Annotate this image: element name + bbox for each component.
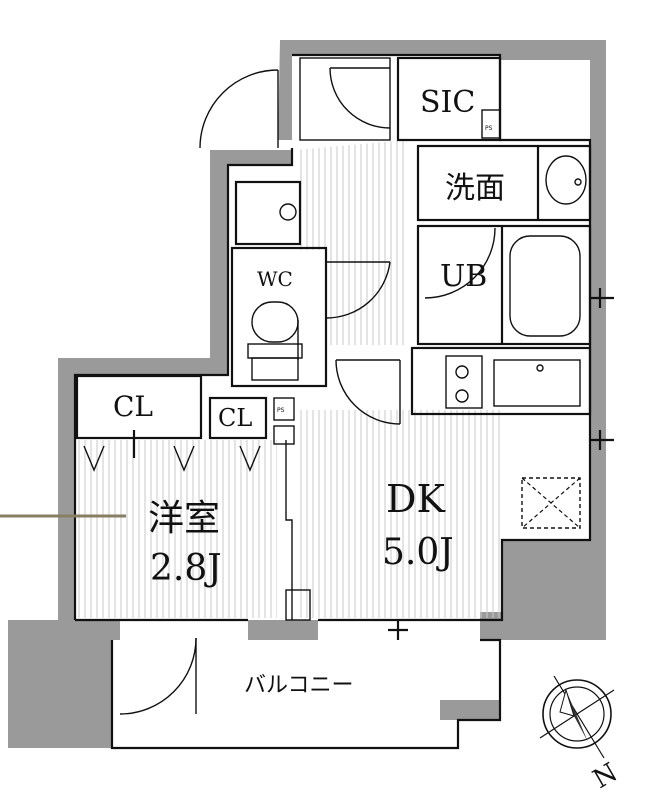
hall-floor: [296, 140, 405, 345]
wc-room: WC: [230, 246, 328, 388]
kitchen-counter: [410, 346, 592, 416]
sic-label: SIC: [420, 85, 475, 120]
appliance-space: [521, 477, 581, 529]
washroom-label: 洗面: [445, 171, 505, 206]
wc-door[interactable]: [325, 261, 391, 319]
unit-bath: UB: [416, 224, 592, 346]
closet-1-label: CL: [113, 390, 153, 423]
dk-door[interactable]: [335, 359, 401, 425]
dk-floor: [296, 410, 502, 618]
sink-icon: [493, 359, 581, 407]
shoe-storage: [234, 180, 302, 246]
closet-1: CL: [75, 374, 203, 472]
western-room-size: 2.8J: [150, 548, 222, 589]
balcony-label: バルコニー: [244, 673, 354, 698]
ps-label-2: PS: [277, 407, 285, 414]
compass-icon: N: [539, 675, 623, 795]
outer-walls: [8, 40, 606, 748]
sic-door[interactable]: [299, 57, 391, 141]
partition-wall: [285, 440, 293, 620]
ps-label: PS: [485, 125, 493, 132]
washbasin-icon: [545, 155, 587, 205]
burner-icon: [455, 389, 469, 403]
washroom: 洗面: [416, 144, 592, 222]
closet-2-label: CL: [218, 404, 252, 432]
entrance-door[interactable]: [199, 69, 279, 149]
dk-size: 5.0J: [382, 532, 454, 573]
unit-bath-label: UB: [440, 259, 487, 294]
western-room-floor: [77, 440, 277, 618]
wc-label: WC: [257, 267, 293, 291]
sic-room: SIC PS: [396, 56, 502, 142]
burner-icon: [455, 365, 469, 379]
unit-bath-door[interactable]: [424, 227, 496, 299]
balcony-door[interactable]: [119, 637, 197, 715]
western-room-label: 洋室: [148, 498, 220, 539]
closet-2: CL PS: [208, 396, 295, 472]
compass-north-label: N: [588, 758, 623, 795]
toilet-icon: [251, 301, 299, 343]
window-markers: [388, 288, 614, 640]
dk-label: DK: [386, 477, 445, 521]
bathtub-icon: [509, 235, 581, 337]
